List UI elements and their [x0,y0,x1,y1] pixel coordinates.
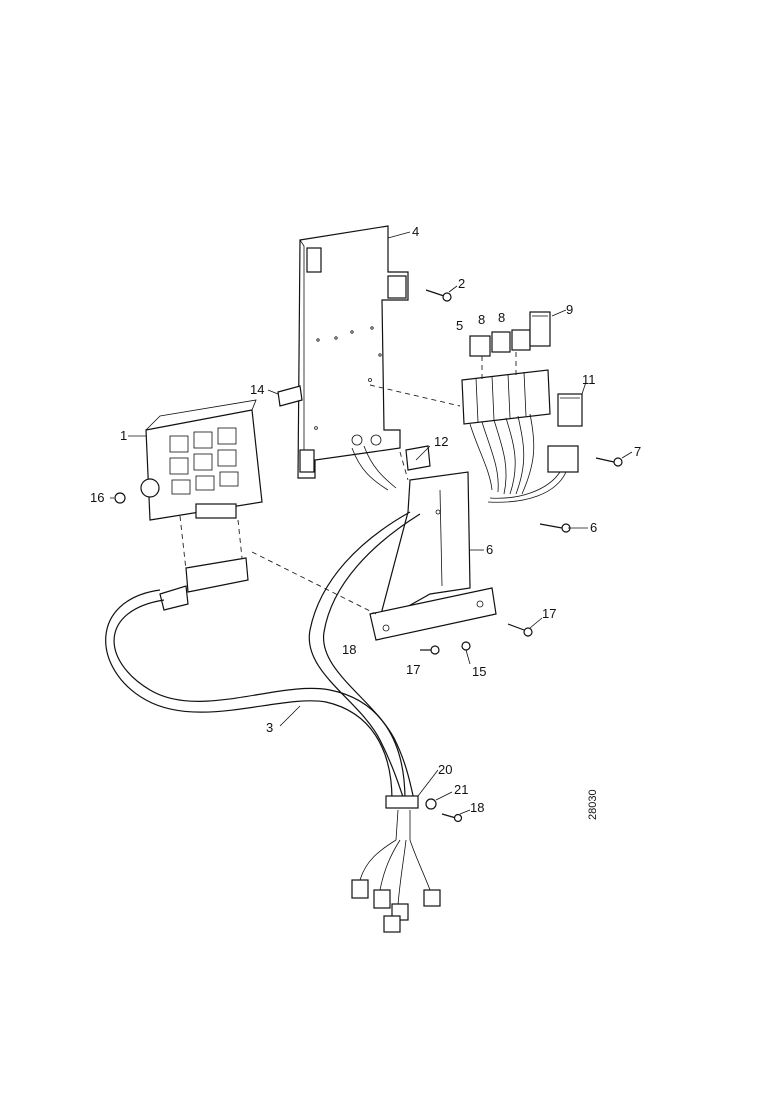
callout-12: 12 [434,434,448,449]
callout-9: 9 [566,302,573,317]
callout-8: 8 [498,310,505,325]
callout-18: 18 [470,800,484,815]
harness-end-connectors [351,809,441,933]
callout-14: 14 [250,382,264,397]
callout-labels: 4 2 5 8 8 9 11 14 1 12 7 16 6 6 17 18 17… [90,224,641,815]
callout-17: 17 [542,606,556,621]
callout-8: 8 [478,312,485,327]
callout-21: 21 [454,782,468,797]
callout-18: 18 [342,642,356,657]
callout-4: 4 [412,224,419,239]
figure-reference-code: 28030 [587,789,599,820]
callout-11: 11 [582,372,596,387]
relay-part-11 [557,393,583,427]
harness-connector [159,557,249,611]
central-bracket [369,471,497,641]
callout-3: 3 [266,720,273,735]
mounting-plate [297,225,409,479]
control-unit-part-1 [140,399,263,521]
screw-part-6 [539,523,571,533]
callout-16: 16 [90,490,104,505]
callout-5: 5 [456,318,463,333]
lower-bracket-screws [420,623,533,655]
relay-group [469,311,551,357]
callout-6: 6 [590,520,597,535]
callout-6: 6 [486,542,493,557]
cable-clamp [385,795,419,809]
callout-1: 1 [120,428,127,443]
relay-socket-block [461,369,551,495]
screw-part-16 [114,492,126,504]
callout-17: 17 [406,662,420,677]
assembly-lines [179,352,517,615]
leader-lines [110,231,633,815]
wiring-harness [105,511,421,801]
clip-part-14 [277,385,303,407]
screw-part-2 [425,289,452,302]
side-connector [487,445,623,503]
callout-20: 20 [438,762,452,777]
callout-7: 7 [634,444,641,459]
nut-part-21 [425,798,463,823]
callout-2: 2 [458,276,465,291]
callout-15: 15 [472,664,486,679]
